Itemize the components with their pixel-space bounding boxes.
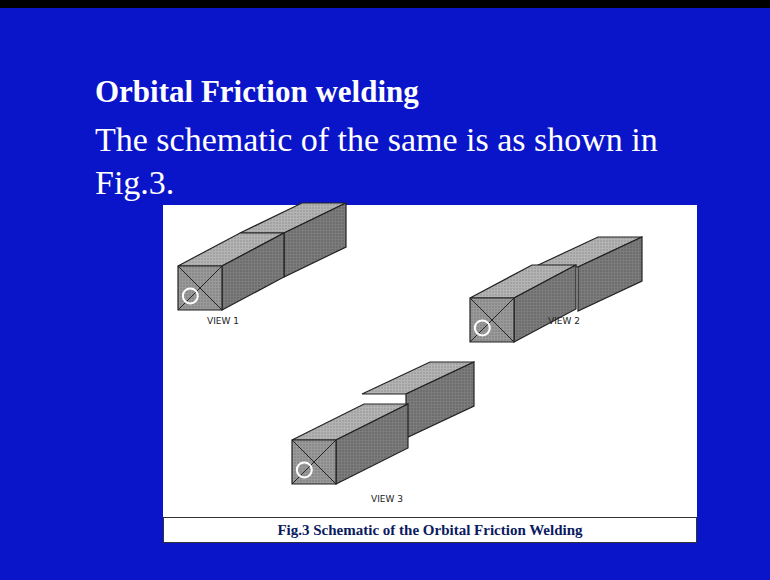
prism-side [578, 237, 642, 311]
face-diagonal [292, 440, 336, 484]
caption-box: Fig.3 Schematic of the Orbital Friction … [163, 517, 697, 543]
view-label: VIEW 1 [207, 316, 239, 326]
prism-side [222, 233, 284, 310]
body-text: The schematic of the same is as shown in… [95, 118, 680, 204]
face-diagonal [292, 440, 336, 484]
figure-caption: Fig.3 Schematic of the Orbital Friction … [277, 522, 582, 539]
face-diagonal [178, 266, 222, 310]
slide-title: Orbital Friction welding [95, 74, 419, 110]
face-diagonal [470, 298, 514, 342]
prism-side [336, 404, 408, 484]
orbit-circle [183, 288, 198, 303]
prism-front [292, 440, 336, 484]
orbit-circle [475, 320, 490, 335]
prism-side [514, 265, 576, 342]
top-bar [0, 0, 770, 8]
face-diagonal [178, 266, 222, 310]
prism-front [470, 298, 514, 342]
prism-front [178, 266, 222, 310]
orbit-circle [297, 462, 312, 477]
prism-side [406, 362, 474, 438]
view-label: VIEW 3 [371, 494, 403, 504]
view-label: VIEW 2 [548, 316, 580, 326]
face-diagonal [470, 298, 514, 342]
prism-side [284, 203, 346, 277]
